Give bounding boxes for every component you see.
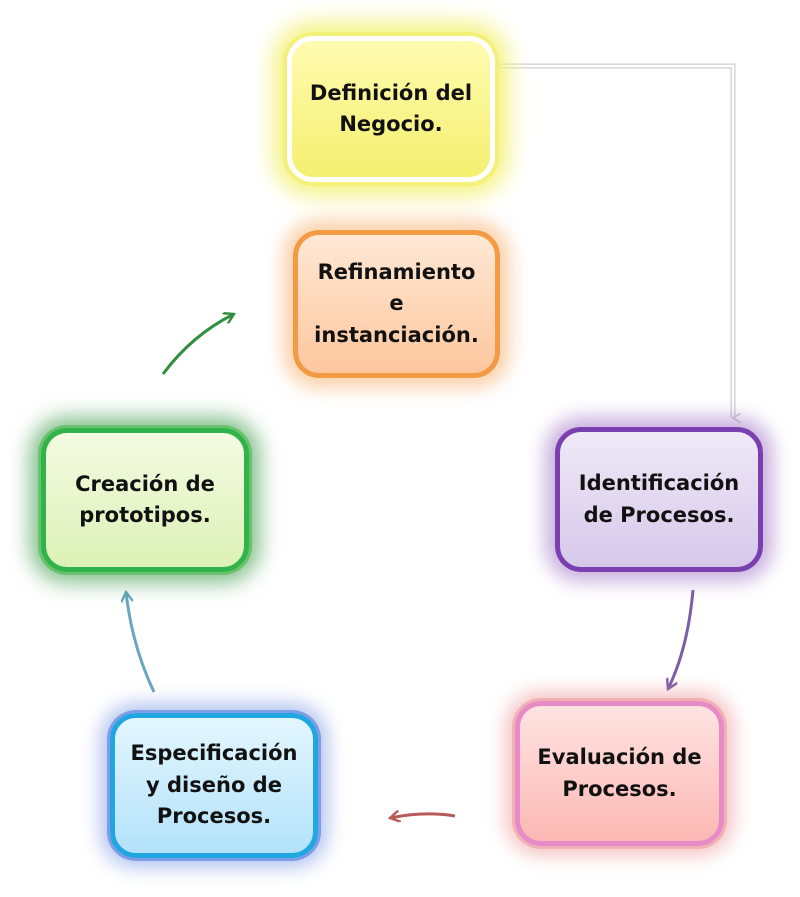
- arrow-connector: [495, 63, 733, 418]
- node-especificacion-diseno: Especificación y diseño de Procesos.: [110, 713, 318, 858]
- node-label-line: de Procesos.: [583, 502, 735, 527]
- node-label-line: Refinamiento: [317, 259, 476, 284]
- node-label-line: y diseño de: [146, 772, 282, 797]
- node-label-line: Especificación: [130, 741, 298, 766]
- node-creacion-prototipos: Creación de prototipos.: [41, 428, 249, 572]
- node-definicion-negocio: Definición del Negocio.: [287, 36, 495, 182]
- node-label-line: Procesos.: [156, 804, 272, 829]
- arrow-red: [390, 814, 456, 818]
- node-label-line: Identificación: [578, 471, 740, 495]
- node-label-line: instanciación.: [314, 322, 479, 347]
- node-label-line: Evaluación de: [537, 745, 702, 769]
- node-refinamiento: Refinamiento e instanciación.: [293, 230, 500, 378]
- node-label-line: Negocio.: [339, 112, 443, 136]
- node-label-line: prototipos.: [79, 503, 211, 527]
- node-label-line: Definición del: [309, 80, 473, 105]
- node-label-line: e: [389, 291, 404, 316]
- arrow-purple: [668, 589, 695, 689]
- arrow-blue: [126, 592, 156, 693]
- node-label-line: Procesos.: [562, 776, 677, 801]
- arrow-green: [161, 314, 234, 375]
- node-evaluacion-procesos: Evaluación de Procesos.: [515, 701, 724, 846]
- node-label-line: Creación de: [75, 471, 215, 496]
- node-identificacion-procesos: Identificación de Procesos.: [555, 427, 763, 572]
